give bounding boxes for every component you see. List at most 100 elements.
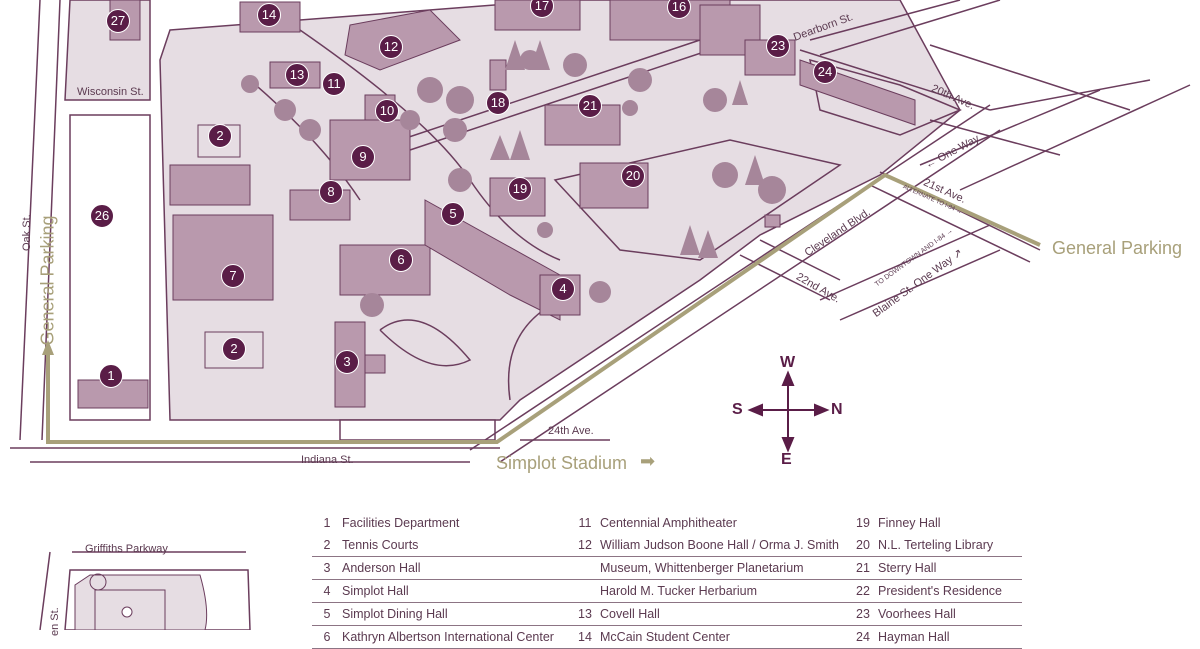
compass-rose — [747, 370, 830, 453]
legend-building-name: N.L. Terteling Library — [878, 538, 994, 552]
legend-building-name: Kathryn Albertson International Center — [342, 630, 554, 644]
legend-number — [570, 580, 600, 602]
legend-building-name: Facilities Department — [342, 516, 460, 530]
map-marker-27[interactable]: 27 — [106, 9, 130, 33]
legend-row: 2 Tennis Courts 12 William Judson Boone Hal… — [312, 534, 1022, 557]
map-marker-7[interactable]: 7 — [221, 264, 245, 288]
map-marker-13[interactable]: 13 — [285, 63, 309, 87]
simplot-stadium-label: Simplot Stadium — [496, 453, 628, 473]
legend-entry: 21 Sterry Hall — [848, 557, 1022, 579]
legend-entry: 5 Simplot Dining Hall — [312, 603, 570, 625]
legend-building-name: Tennis Courts — [342, 538, 419, 552]
map-marker-6[interactable]: 6 — [389, 248, 413, 272]
map-marker-20[interactable]: 20 — [621, 164, 645, 188]
map-marker-3[interactable]: 3 — [335, 350, 359, 374]
legend-entry: 20 N.L. Terteling Library — [848, 534, 1022, 556]
legend-number: 21 — [856, 561, 870, 575]
street-indiana: Indiana St. — [301, 454, 354, 466]
map-marker-4[interactable]: 4 — [551, 277, 575, 301]
legend-entry: 19 Finney Hall — [848, 512, 1022, 534]
legend-building-name: Covell Hall — [600, 607, 660, 621]
map-marker-18[interactable]: 18 — [486, 91, 510, 115]
legend-building-name: Sterry Hall — [878, 561, 937, 575]
legend-entry: 14 McCain Student Center — [570, 626, 848, 648]
legend-building-name: Simplot Dining Hall — [342, 607, 448, 621]
legend-entry: Harold M. Tucker Herbarium — [570, 580, 848, 602]
map-marker-24[interactable]: 24 — [813, 60, 837, 84]
map-marker-2[interactable]: 2 — [208, 124, 232, 148]
map-marker-8[interactable]: 8 — [319, 180, 343, 204]
legend-building-name: McCain Student Center — [600, 630, 730, 644]
stadium-inset-drawing — [39, 551, 251, 631]
compass-west: W — [780, 354, 796, 371]
legend-entry: 3 Anderson Hall — [312, 557, 570, 579]
legend-number: 11 — [578, 516, 592, 530]
legend-building-name: William Judson Boone Hall / Orma J. Smit… — [600, 538, 839, 552]
legend-number: 12 — [578, 538, 592, 552]
compass-south: S — [732, 401, 743, 418]
compass-east: E — [781, 451, 792, 468]
legend-entry: Museum, Whittenberger Planetarium — [570, 557, 848, 579]
street-24th-ave: 24th Ave. — [548, 425, 594, 437]
compass-north: N — [831, 401, 843, 418]
legend-number: 13 — [578, 607, 592, 621]
street-oak: Oak St. — [21, 214, 33, 251]
legend-entry: 13 Covell Hall — [570, 603, 848, 625]
legend-number: 1 — [323, 516, 331, 530]
legend-entry: 1 Facilities Department — [312, 512, 570, 534]
campus-grounds — [64, 0, 962, 441]
legend-building-name: Anderson Hall — [342, 561, 421, 575]
legend-building-name: Museum, Whittenberger Planetarium — [600, 561, 804, 575]
map-marker-23[interactable]: 23 — [766, 34, 790, 58]
legend-number: 24 — [856, 630, 870, 644]
map-marker-1[interactable]: 1 — [99, 364, 123, 388]
legend-row: 3 Anderson Hall Museum, Whittenberger Plan… — [312, 557, 1022, 580]
map-marker-11[interactable]: 11 — [322, 72, 346, 96]
legend-entry: 11 Centennial Amphitheater — [570, 512, 848, 534]
legend-entry: 12 William Judson Boone Hall / Orma J. Sm… — [570, 534, 848, 556]
legend-building-name: Simplot Hall — [342, 584, 409, 598]
legend-entry: 6 Kathryn Albertson International Center — [312, 626, 570, 648]
street-wisconsin: Wisconsin St. — [77, 86, 144, 98]
legend-number: 6 — [323, 630, 331, 644]
legend-number: 19 — [856, 516, 870, 530]
legend-number: 3 — [323, 561, 331, 575]
legend-building-name: Centennial Amphitheater — [600, 516, 737, 530]
map-marker-5[interactable]: 5 — [441, 202, 465, 226]
legend-row: 1 Facilities Department 11 Centennial Amphi… — [312, 512, 1022, 534]
map-marker-10[interactable]: 10 — [375, 99, 399, 123]
simplot-stadium-arrow-icon: ➡ — [640, 451, 656, 471]
map-marker-21[interactable]: 21 — [578, 94, 602, 118]
map-marker-16[interactable]: 16 — [667, 0, 691, 19]
general-parking-label-left: General Parking — [37, 215, 58, 346]
general-parking-label-right: General Parking — [1052, 238, 1183, 258]
legend-building-name: President's Residence — [878, 584, 1002, 598]
map-marker-26[interactable]: 26 — [90, 204, 114, 228]
legend-number: 14 — [578, 630, 592, 644]
legend-number — [570, 557, 600, 579]
legend-entry: 22 President's Residence — [848, 580, 1022, 602]
map-marker-17[interactable]: 17 — [530, 0, 554, 18]
route-arrow-up — [42, 340, 54, 355]
legend-building-name: Voorhees Hall — [878, 607, 956, 621]
legend-number: 22 — [856, 584, 870, 598]
legend-number: 2 — [323, 538, 331, 552]
map-marker-14[interactable]: 14 — [257, 3, 281, 27]
legend-number: 20 — [856, 538, 870, 552]
map-marker-2b[interactable]: 2 — [222, 337, 246, 361]
stadium-inset-map: Griffiths Parkway en St. — [0, 530, 260, 636]
legend-number: 5 — [323, 607, 331, 621]
building-legend: 1 Facilities Department 11 Centennial Amphi… — [312, 512, 1022, 649]
buildings — [77, 0, 916, 409]
map-marker-12[interactable]: 12 — [379, 35, 403, 59]
map-marker-9[interactable]: 9 — [351, 145, 375, 169]
parking-route — [46, 172, 1041, 444]
map-marker-19[interactable]: 19 — [508, 177, 532, 201]
legend-building-name: Finney Hall — [878, 516, 941, 530]
campus-map — [10, 0, 1191, 463]
